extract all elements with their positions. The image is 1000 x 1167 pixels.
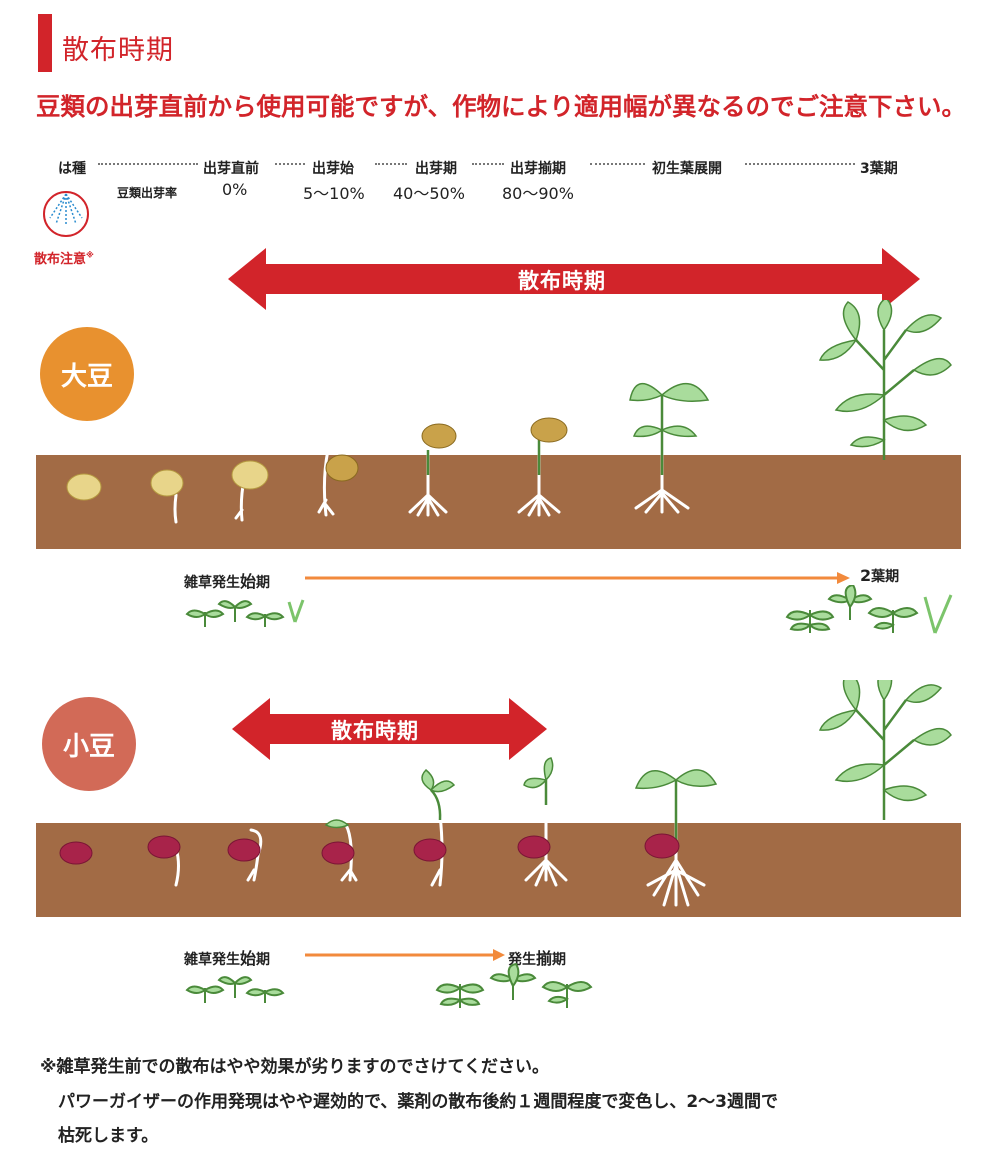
- stage-dots: [745, 163, 855, 165]
- soybean-arrow-label: 散布時期: [518, 269, 606, 293]
- spray-caution-icon: [43, 191, 89, 237]
- adzuki-soil: [36, 823, 961, 917]
- note-line-2: パワーガイザーの作用発現はやや遅効的で、薬剤の散布後約１週間程度で変色し、2〜3…: [58, 1092, 778, 1112]
- adzuki-growth-illustration: [59, 680, 952, 907]
- page-title: 散布時期: [62, 35, 174, 66]
- adzuki-weed-seedlings-large: [435, 962, 593, 1008]
- soybean-weed-arrow: [305, 572, 850, 584]
- stage-label-emergence-start: 出芽始: [312, 161, 354, 177]
- soybean-weed-seedlings-small: [185, 599, 305, 627]
- adzuki-spray-period-arrow: [232, 698, 547, 760]
- stage-dots: [275, 163, 305, 165]
- soybean-soil: [36, 455, 961, 549]
- adzuki-badge: 小豆: [42, 697, 136, 791]
- title-accent-bar: [38, 14, 52, 72]
- stage-label-primary-leaf: 初生葉展開: [652, 161, 722, 177]
- stage-label-emergence: 出芽期: [415, 161, 457, 177]
- adzuki-weed-arrow: [305, 949, 505, 961]
- emergence-rate-3: 80〜90%: [502, 184, 574, 203]
- stage-dots: [590, 163, 645, 165]
- stage-label-sowing: は種: [58, 161, 86, 177]
- adzuki-weed-start-label: 雑草発生始期: [184, 949, 271, 968]
- stage-label-third-leaf: 3葉期: [860, 161, 898, 177]
- stage-label-emergence-complete: 出芽揃期: [510, 161, 566, 177]
- stage-dots: [472, 163, 504, 165]
- stage-dots: [375, 163, 407, 165]
- adzuki-arrow-label: 散布時期: [331, 719, 419, 743]
- soybean-growth-illustration: [66, 300, 952, 524]
- emergence-rate-2: 40〜50%: [393, 184, 465, 203]
- soybean-weed-seedlings-large: [785, 585, 953, 634]
- stage-label-before-emergence: 出芽直前: [203, 161, 259, 177]
- note-line-1: ※雑草発生前での散布はやや効果が劣りますのでさけてください。: [40, 1057, 550, 1077]
- note-line-3: 枯死します。: [58, 1126, 159, 1146]
- emergence-rate-1: 5〜10%: [303, 184, 365, 203]
- stage-dots: [98, 163, 198, 165]
- soybean-spray-period-arrow: [228, 248, 920, 310]
- soybean-weed-end-label: 2葉期: [860, 566, 900, 585]
- adzuki-weed-seedlings-small: [185, 976, 285, 1003]
- emergence-rate-0: 0%: [222, 180, 248, 199]
- soybean-badge: 大豆: [40, 327, 134, 421]
- soybean-weed-start-label: 雑草発生始期: [184, 572, 271, 591]
- page-subtitle: 豆類の出芽直前から使用可能ですが、作物により適用幅が異なるのでご注意下さい。: [36, 92, 967, 121]
- caution-label: 散布注意※: [34, 250, 94, 267]
- emergence-rate-label: 豆類出芽率: [117, 186, 178, 200]
